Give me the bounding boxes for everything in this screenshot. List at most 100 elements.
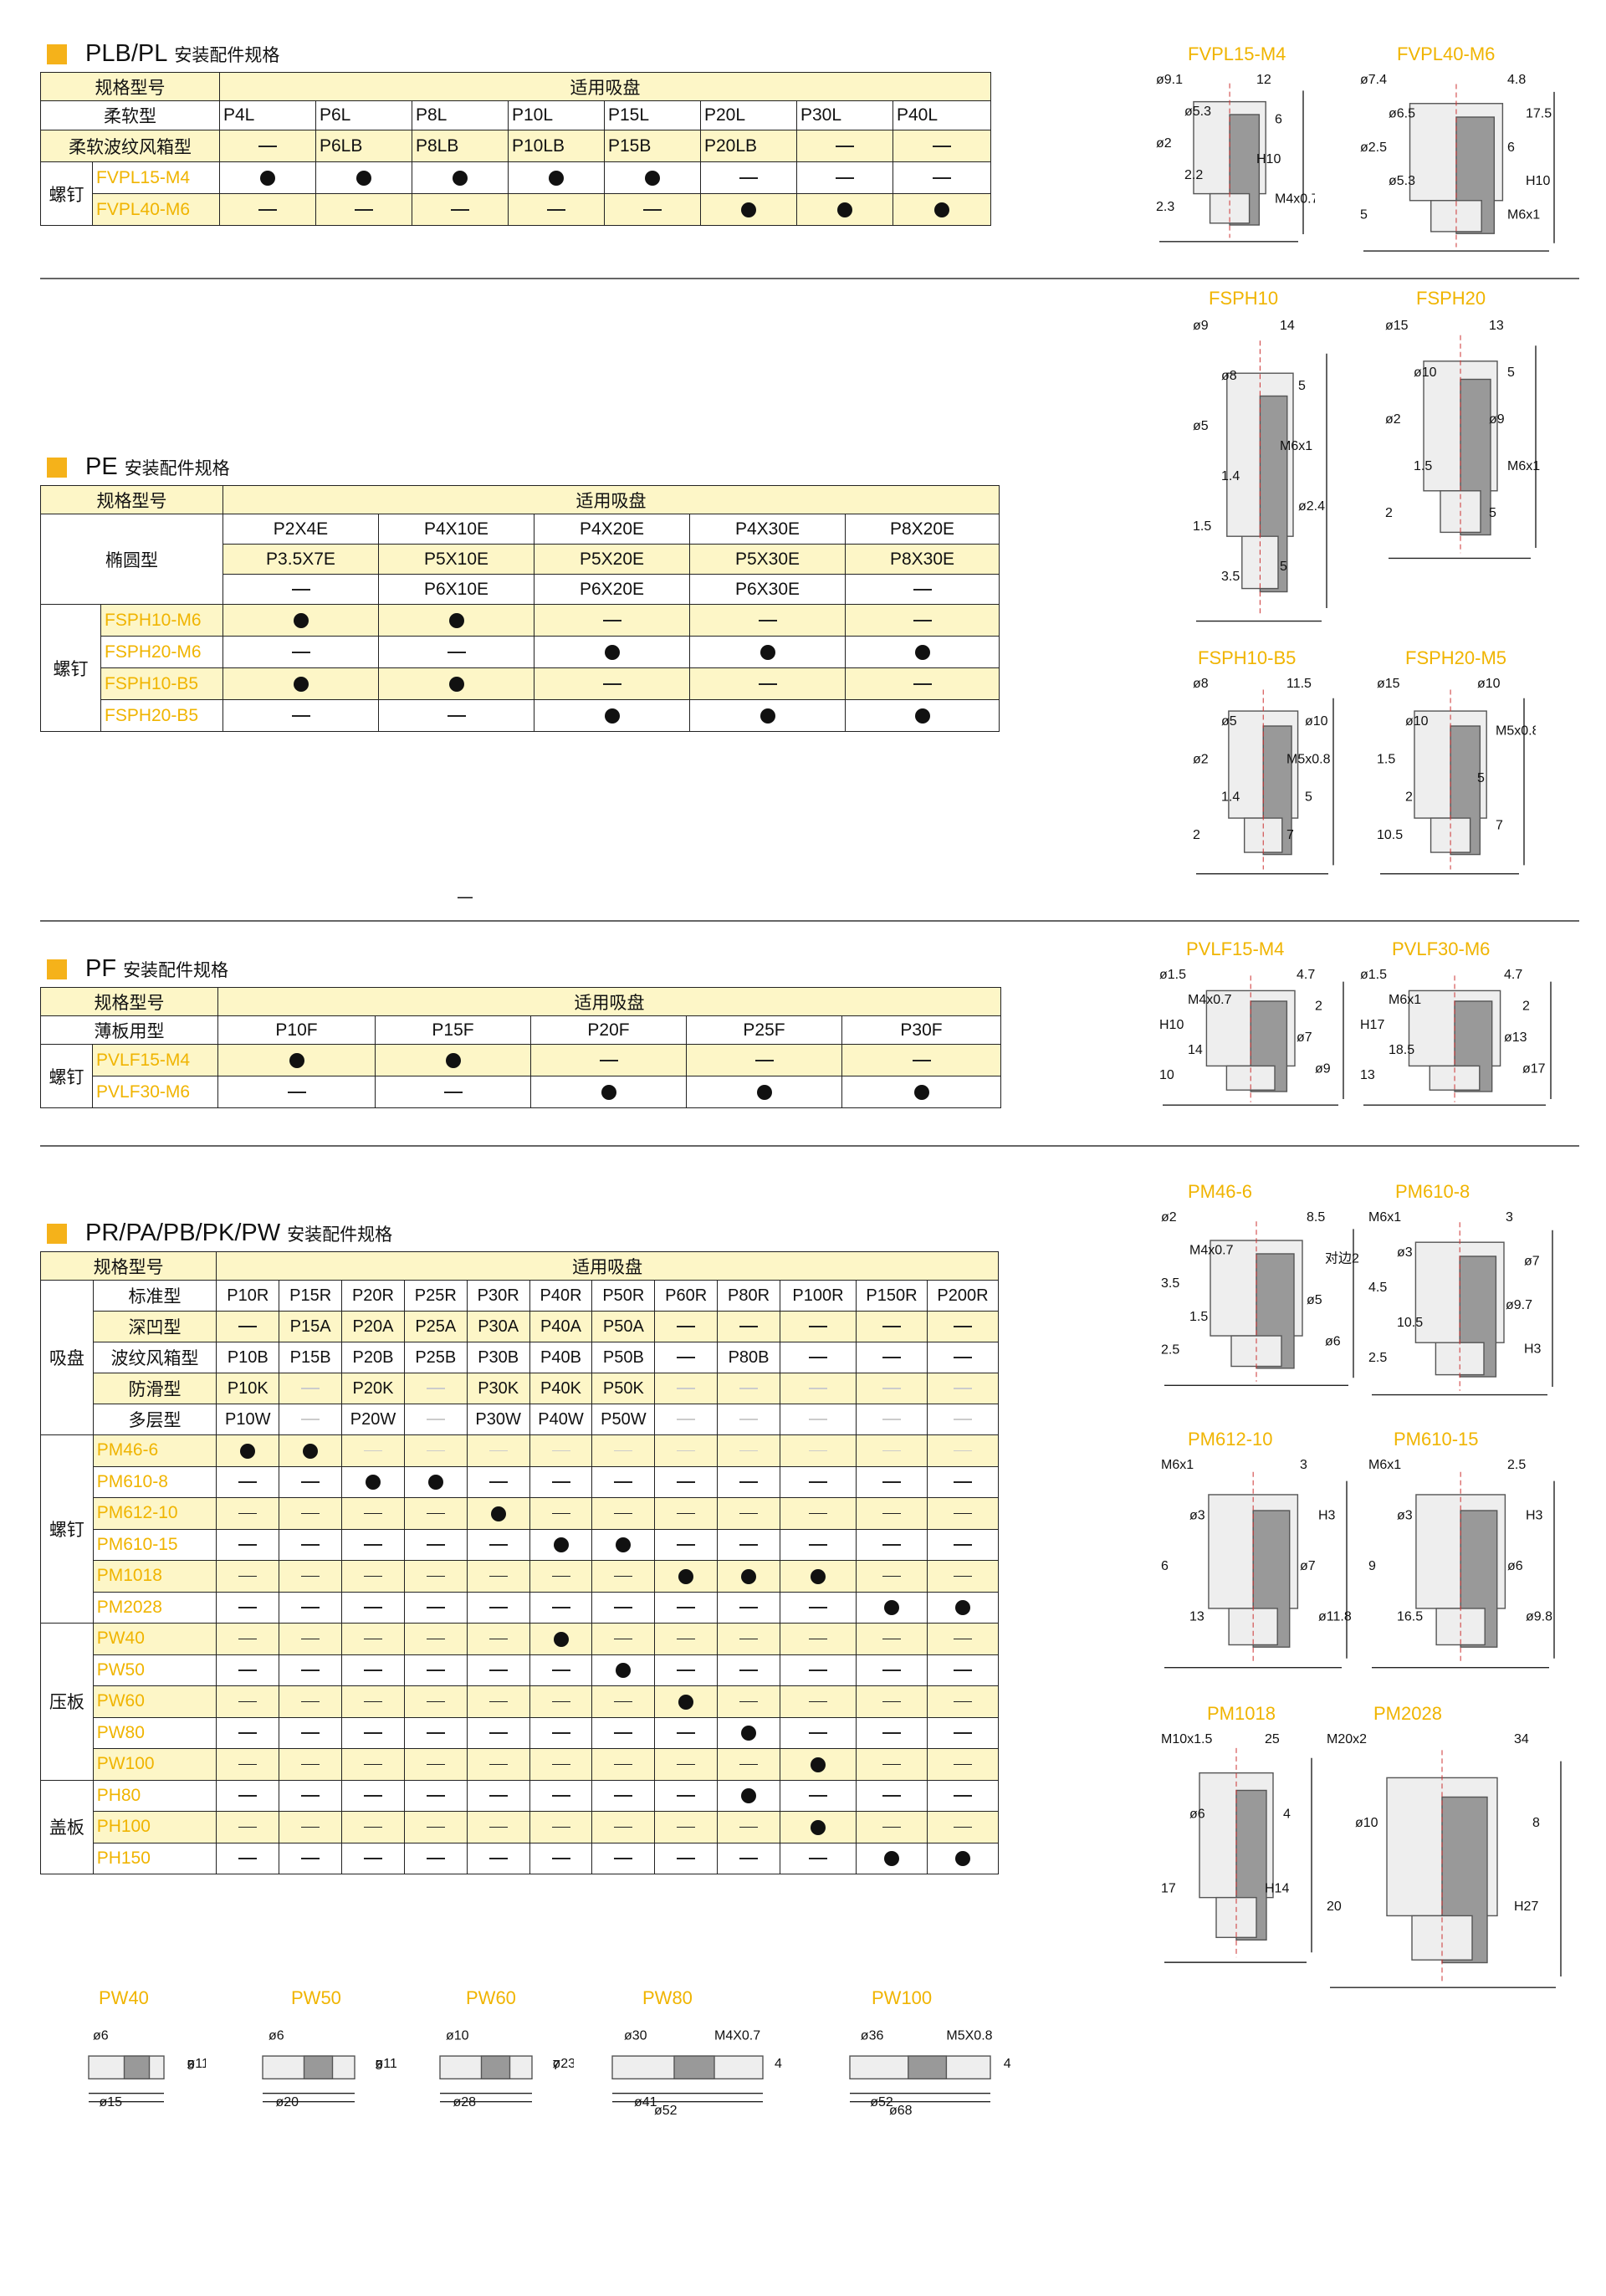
part-outline [262, 2055, 355, 2103]
section-title-main: PR/PA/PB/PK/PW [85, 1220, 281, 1246]
table-cell [926, 1779, 1000, 1812]
table-cell [466, 1528, 530, 1561]
table-cell [403, 1591, 468, 1624]
dimension-label: ø52 [870, 2095, 893, 2109]
table-cell [717, 1560, 780, 1593]
part-name: PH150 [92, 1842, 217, 1874]
dimension-label: 6 [1161, 1559, 1169, 1573]
table-cell: P20R [341, 1280, 405, 1312]
empty-dash [238, 1763, 258, 1766]
table-cell [216, 1591, 280, 1624]
dimension-label: 10 [1159, 1068, 1174, 1082]
part-name: PM610-15 [92, 1528, 217, 1561]
table-cell [779, 1842, 857, 1874]
part-name: PH100 [92, 1811, 217, 1843]
dimension-label: M20x2 [1327, 1732, 1367, 1746]
table-row: 规格型号适用吸盘 [40, 987, 1001, 1016]
drawing-label: PM612-10 [1188, 1429, 1273, 1450]
part-name: FVPL40-M6 [92, 193, 220, 226]
table-cell: P20A [341, 1311, 405, 1342]
table-cell [216, 1685, 280, 1718]
table-cell [717, 1716, 780, 1749]
table-cell: P40W [529, 1404, 593, 1435]
table-row: PM610-15 [41, 1528, 1000, 1561]
section-title-sub: 安装配件规格 [123, 959, 229, 980]
dimension-label: 5 [1360, 208, 1368, 222]
table-cell [279, 1685, 343, 1718]
part-name: PM2028 [92, 1591, 217, 1624]
dimension-label: 2 [1193, 828, 1200, 842]
empty-dash [301, 1795, 320, 1797]
table-cell [529, 1591, 593, 1624]
table-cell [279, 1654, 343, 1686]
table-cell: P5X20E [534, 544, 690, 575]
empty-dash [551, 1450, 570, 1452]
table-cell: P8LB [412, 130, 509, 162]
empty-dash [912, 1060, 931, 1061]
empty-dash [882, 1326, 901, 1327]
match-dot [934, 202, 949, 217]
dimension-label: 8 [1532, 1816, 1540, 1830]
table-row: FSPH20-M6 [41, 636, 1000, 668]
empty-dash [614, 1607, 633, 1608]
table-cell [341, 1623, 405, 1655]
match-dot [913, 1084, 929, 1100]
empty-dash [488, 1826, 508, 1828]
dimension-label: M4X0.7 [714, 2029, 760, 2043]
table-cell [403, 1748, 468, 1781]
table-cell: P25A [403, 1311, 468, 1342]
empty-dash [953, 1419, 972, 1420]
table-cell [926, 1685, 1000, 1718]
table-cell: P10LB [508, 130, 605, 162]
dimension-label: ø30 [624, 2029, 647, 2043]
empty-dash [677, 1607, 696, 1608]
part-name: FSPH20-M6 [100, 636, 223, 668]
part-name: FVPL15-M4 [92, 161, 220, 194]
empty-dash [677, 1419, 696, 1420]
empty-dash [953, 1544, 972, 1546]
dimension-label: 13 [1489, 319, 1504, 333]
section-divider [40, 920, 1579, 922]
dimension-label: 5 [1489, 506, 1496, 520]
table-cell [529, 1465, 593, 1498]
table-cell [654, 1716, 719, 1749]
match-dot [883, 1600, 899, 1616]
empty-dash [301, 1607, 320, 1608]
empty-dash [363, 1826, 382, 1828]
table-cell [845, 574, 1000, 605]
match-dot [427, 1475, 443, 1491]
dimension-label: 7 [553, 2058, 560, 2073]
match-dot [553, 1631, 569, 1647]
dimension-label: 1.5 [1189, 1310, 1208, 1324]
table-cell [591, 1779, 656, 1812]
table-cell: P15L [604, 100, 701, 130]
table-cell [654, 1373, 719, 1404]
empty-dash [913, 620, 932, 621]
table-cell: P20F [530, 1015, 687, 1045]
empty-dash [614, 1512, 633, 1515]
table-cell [341, 1465, 405, 1498]
table-cell [717, 1404, 780, 1435]
table-cell [855, 1528, 928, 1561]
empty-dash [677, 1544, 696, 1546]
empty-dash [677, 1858, 696, 1859]
table-cell [591, 1811, 656, 1843]
empty-dash [614, 1732, 633, 1734]
empty-dash [754, 1060, 774, 1061]
dimension-label: ø5.3 [1184, 105, 1211, 119]
table-cell [591, 1434, 656, 1467]
drawing-label: FSPH20 [1416, 288, 1486, 309]
empty-dash [758, 620, 777, 621]
dimension-label: M5X0.8 [946, 2029, 992, 2043]
table-cell [926, 1373, 1000, 1404]
table-cell [591, 1748, 656, 1781]
empty-dash [882, 1388, 901, 1389]
